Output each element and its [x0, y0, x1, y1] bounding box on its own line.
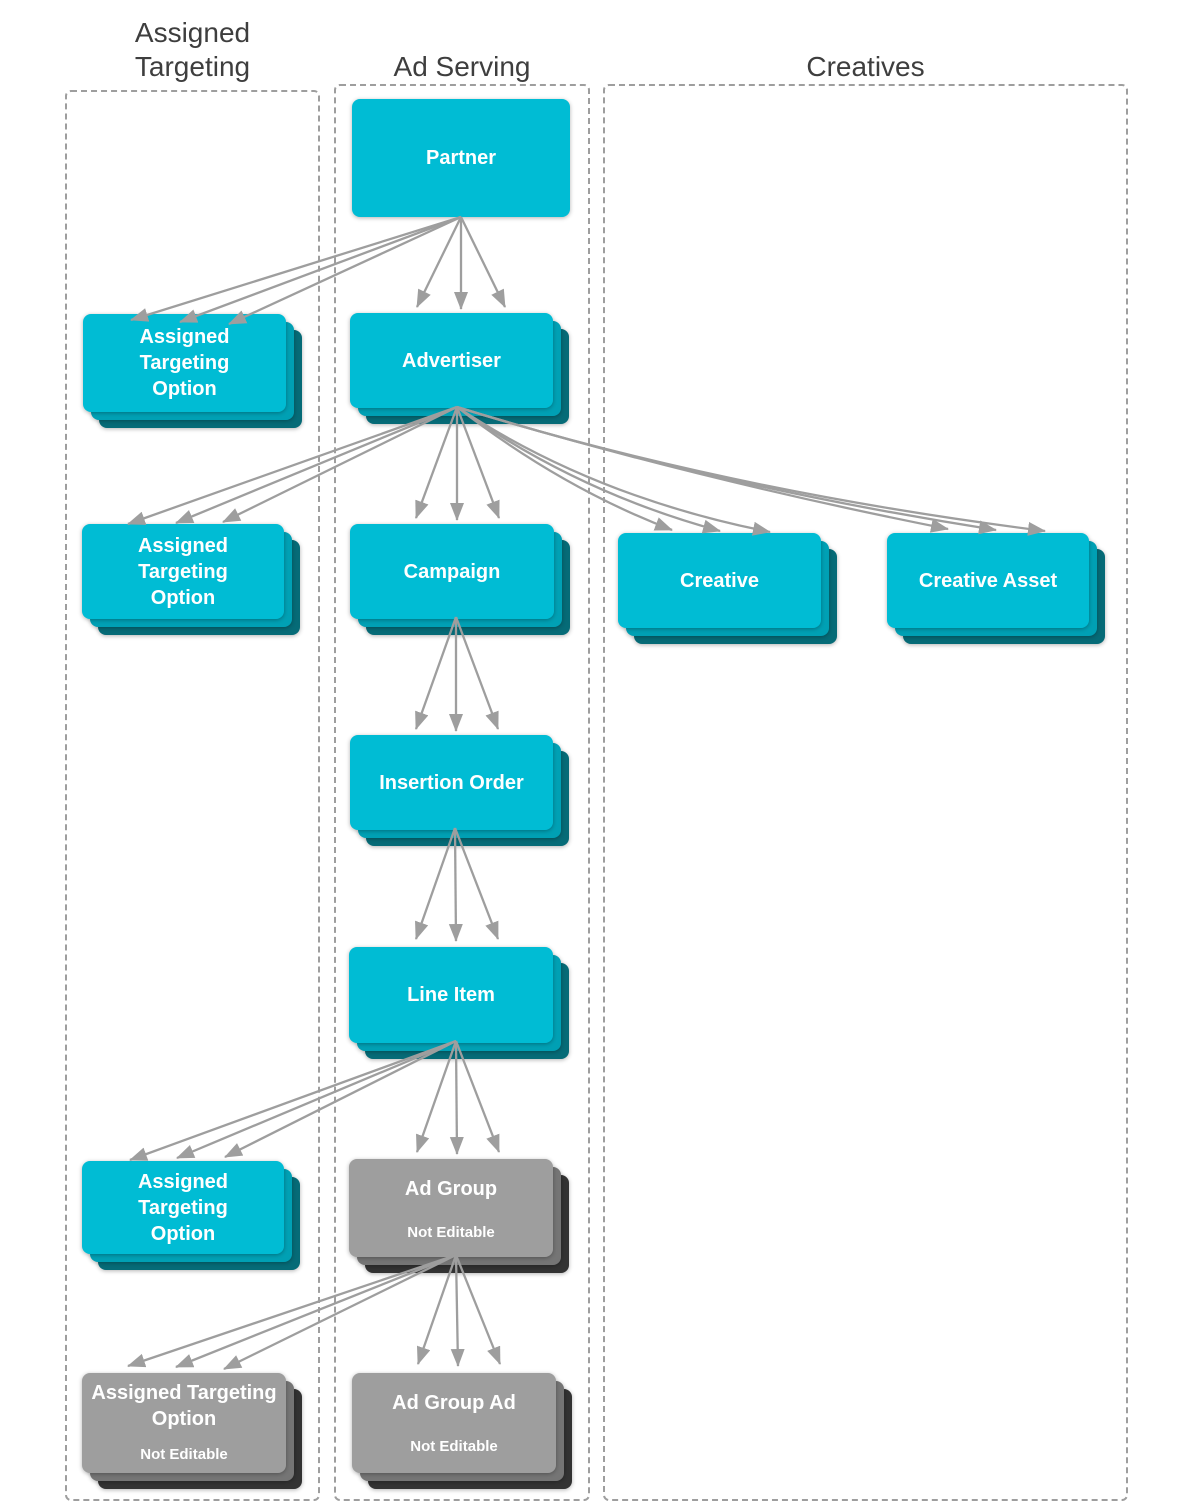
column-creatives: [603, 84, 1128, 1501]
node-ad-group: Ad Group Not Editable: [349, 1159, 569, 1273]
node-label: Assigned Targeting Option: [137, 534, 229, 609]
node-label: Assigned Targeting Option: [137, 1170, 229, 1245]
card-face: Assigned Targeting Option: [83, 314, 286, 412]
node-campaign: Campaign: [350, 524, 570, 635]
card-face: Assigned Targeting Option: [82, 1161, 284, 1254]
node-partner: Partner: [352, 99, 570, 217]
card-face: Campaign: [350, 524, 554, 619]
node-sublabel: Not Editable: [407, 1224, 495, 1241]
node-label: Ad Group: [404, 1178, 498, 1200]
node-assigned-targeting-option-partner: Assigned Targeting Option: [83, 314, 302, 428]
node-label: Assigned Targeting Option: [91, 1382, 277, 1430]
column-assigned-targeting: [65, 90, 320, 1501]
column-title-assigned-targeting: Assigned Targeting: [65, 0, 320, 84]
card-face: Partner: [352, 99, 570, 217]
node-label: Advertiser: [402, 349, 501, 372]
node-advertiser: Advertiser: [350, 313, 569, 424]
card-face: Ad Group Ad Not Editable: [352, 1373, 556, 1473]
card-face: Creative Asset: [887, 533, 1089, 628]
node-label: Insertion Order: [379, 771, 524, 794]
node-assigned-targeting-option-ad-group: Assigned Targeting Option Not Editable: [82, 1373, 302, 1489]
column-ad-serving: [334, 84, 590, 1501]
node-creative-asset: Creative Asset: [887, 533, 1105, 644]
node-label: Assigned Targeting Option: [139, 326, 230, 400]
card-face: Ad Group Not Editable: [349, 1159, 553, 1257]
node-label: Creative Asset: [918, 569, 1058, 592]
node-assigned-targeting-option-line-item: Assigned Targeting Option: [82, 1161, 300, 1270]
card-face: Assigned Targeting Option Not Editable: [82, 1373, 286, 1473]
column-title-creatives: Creatives: [603, 0, 1128, 84]
card-face: Insertion Order: [350, 735, 553, 830]
column-title-ad-serving: Ad Serving: [334, 0, 590, 84]
node-creative: Creative: [618, 533, 837, 644]
node-ad-group-ad: Ad Group Ad Not Editable: [352, 1373, 572, 1489]
node-label: Campaign: [403, 560, 501, 583]
card-face: Advertiser: [350, 313, 553, 408]
column-title-text: Assigned Targeting: [134, 16, 251, 82]
card-face: Creative: [618, 533, 821, 628]
card-face: Assigned Targeting Option: [82, 524, 284, 619]
node-insertion-order: Insertion Order: [350, 735, 569, 846]
node-sublabel: Not Editable: [140, 1446, 228, 1463]
node-label: Line Item: [407, 984, 495, 1006]
card-face: Line Item: [349, 947, 553, 1043]
node-label: Ad Group Ad: [392, 1392, 516, 1414]
node-sublabel: Not Editable: [410, 1438, 498, 1455]
node-label: Creative: [680, 569, 759, 592]
node-assigned-targeting-option-advertiser: Assigned Targeting Option: [82, 524, 300, 635]
column-title-text: Ad Serving: [393, 50, 531, 82]
column-title-text: Creatives: [806, 50, 925, 82]
node-line-item: Line Item: [349, 947, 569, 1059]
node-label: Partner: [425, 147, 497, 169]
